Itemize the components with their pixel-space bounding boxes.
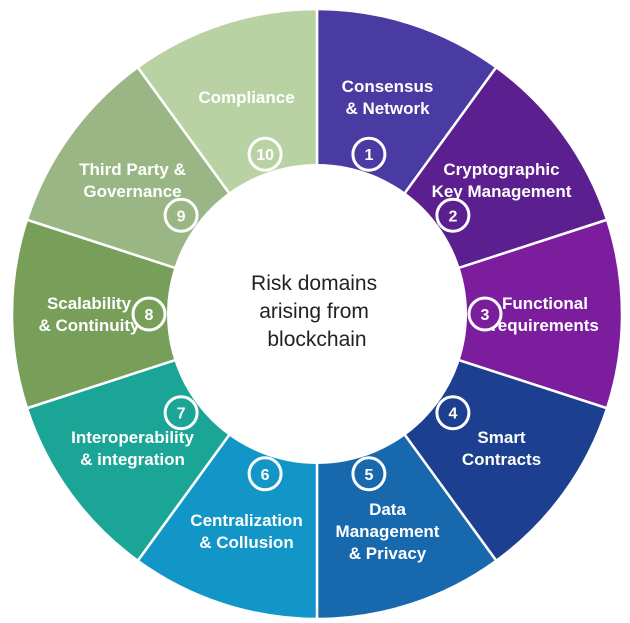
badge-circle <box>247 456 283 492</box>
badge-circle <box>351 136 387 172</box>
badge-circle <box>467 296 503 332</box>
badge-number: 8 <box>145 307 154 324</box>
badge-number: 6 <box>261 467 270 484</box>
badge-circle <box>435 197 471 233</box>
segment-label-line: Smart <box>477 428 526 447</box>
badge-8: 8 <box>131 296 167 332</box>
segment-label-line: Data <box>369 500 406 519</box>
badge-10: 10 <box>247 136 283 172</box>
segment-label-line: & Network <box>345 99 430 118</box>
badge-number: 7 <box>177 406 186 423</box>
center-title-line-1: Risk domains <box>251 272 377 295</box>
badge-5: 5 <box>351 456 387 492</box>
badge-7: 7 <box>163 395 199 431</box>
badge-circle <box>131 296 167 332</box>
segment-label-line: & Privacy <box>349 544 427 563</box>
badge-number: 9 <box>177 208 186 225</box>
badge-4: 4 <box>435 395 471 431</box>
badge-circle <box>163 197 199 233</box>
segment-label-6: Centralization & Collusion <box>190 511 302 552</box>
segment-label-line: & integration <box>80 450 185 469</box>
segment-label-line: Functional <box>502 294 588 313</box>
badge-number: 1 <box>364 147 373 164</box>
badge-3: 3 <box>467 296 503 332</box>
badge-2: 2 <box>435 197 471 233</box>
center-circle <box>167 164 467 464</box>
center-title: Risk domains arising from blockchain <box>251 272 383 351</box>
segment-label-line: Consensus <box>342 77 434 96</box>
segment-label-line: & Continuity <box>38 316 140 335</box>
badge-number: 10 <box>256 147 274 164</box>
segment-label-line: Cryptographic <box>443 160 559 179</box>
segment-label-7: Interoperability & integration <box>71 428 194 469</box>
segment-label-line: Management <box>336 522 440 541</box>
segment-label-1: Consensus & Network <box>342 77 434 118</box>
badge-1: 1 <box>351 136 387 172</box>
segment-label-3: Functional requirements <box>491 294 599 335</box>
badge-circle <box>351 456 387 492</box>
segment-label-line: Compliance <box>198 88 294 107</box>
segment-label-line: Scalability <box>47 294 132 313</box>
badge-circle <box>435 395 471 431</box>
segment-label-10: Compliance <box>198 88 294 107</box>
badge-6: 6 <box>247 456 283 492</box>
segment-label-line: requirements <box>491 316 599 335</box>
badge-number: 2 <box>448 208 457 225</box>
badge-number: 5 <box>364 467 373 484</box>
segment-label-8: Scalability & Continuity <box>38 294 140 335</box>
badges-layer: 1 2 3 4 5 6 7 8 9 10 <box>131 136 503 492</box>
segment-label-line: Contracts <box>462 450 541 469</box>
segment-label-line: Interoperability <box>71 428 194 447</box>
segment-label-line: Centralization <box>190 511 302 530</box>
center-title-line-3: blockchain <box>267 328 366 351</box>
segment-label-line: Key Management <box>432 182 572 201</box>
segment-label-line: & Collusion <box>199 533 293 552</box>
segment-label-9: Third Party & Governance <box>79 160 186 201</box>
badge-circle <box>163 395 199 431</box>
badge-circle <box>247 136 283 172</box>
segment-label-line: Governance <box>83 182 181 201</box>
badge-number: 4 <box>448 406 457 423</box>
center-title-line-2: arising from <box>259 300 369 323</box>
badge-9: 9 <box>163 197 199 233</box>
badge-number: 3 <box>481 307 490 324</box>
segment-label-line: Third Party & <box>79 160 186 179</box>
